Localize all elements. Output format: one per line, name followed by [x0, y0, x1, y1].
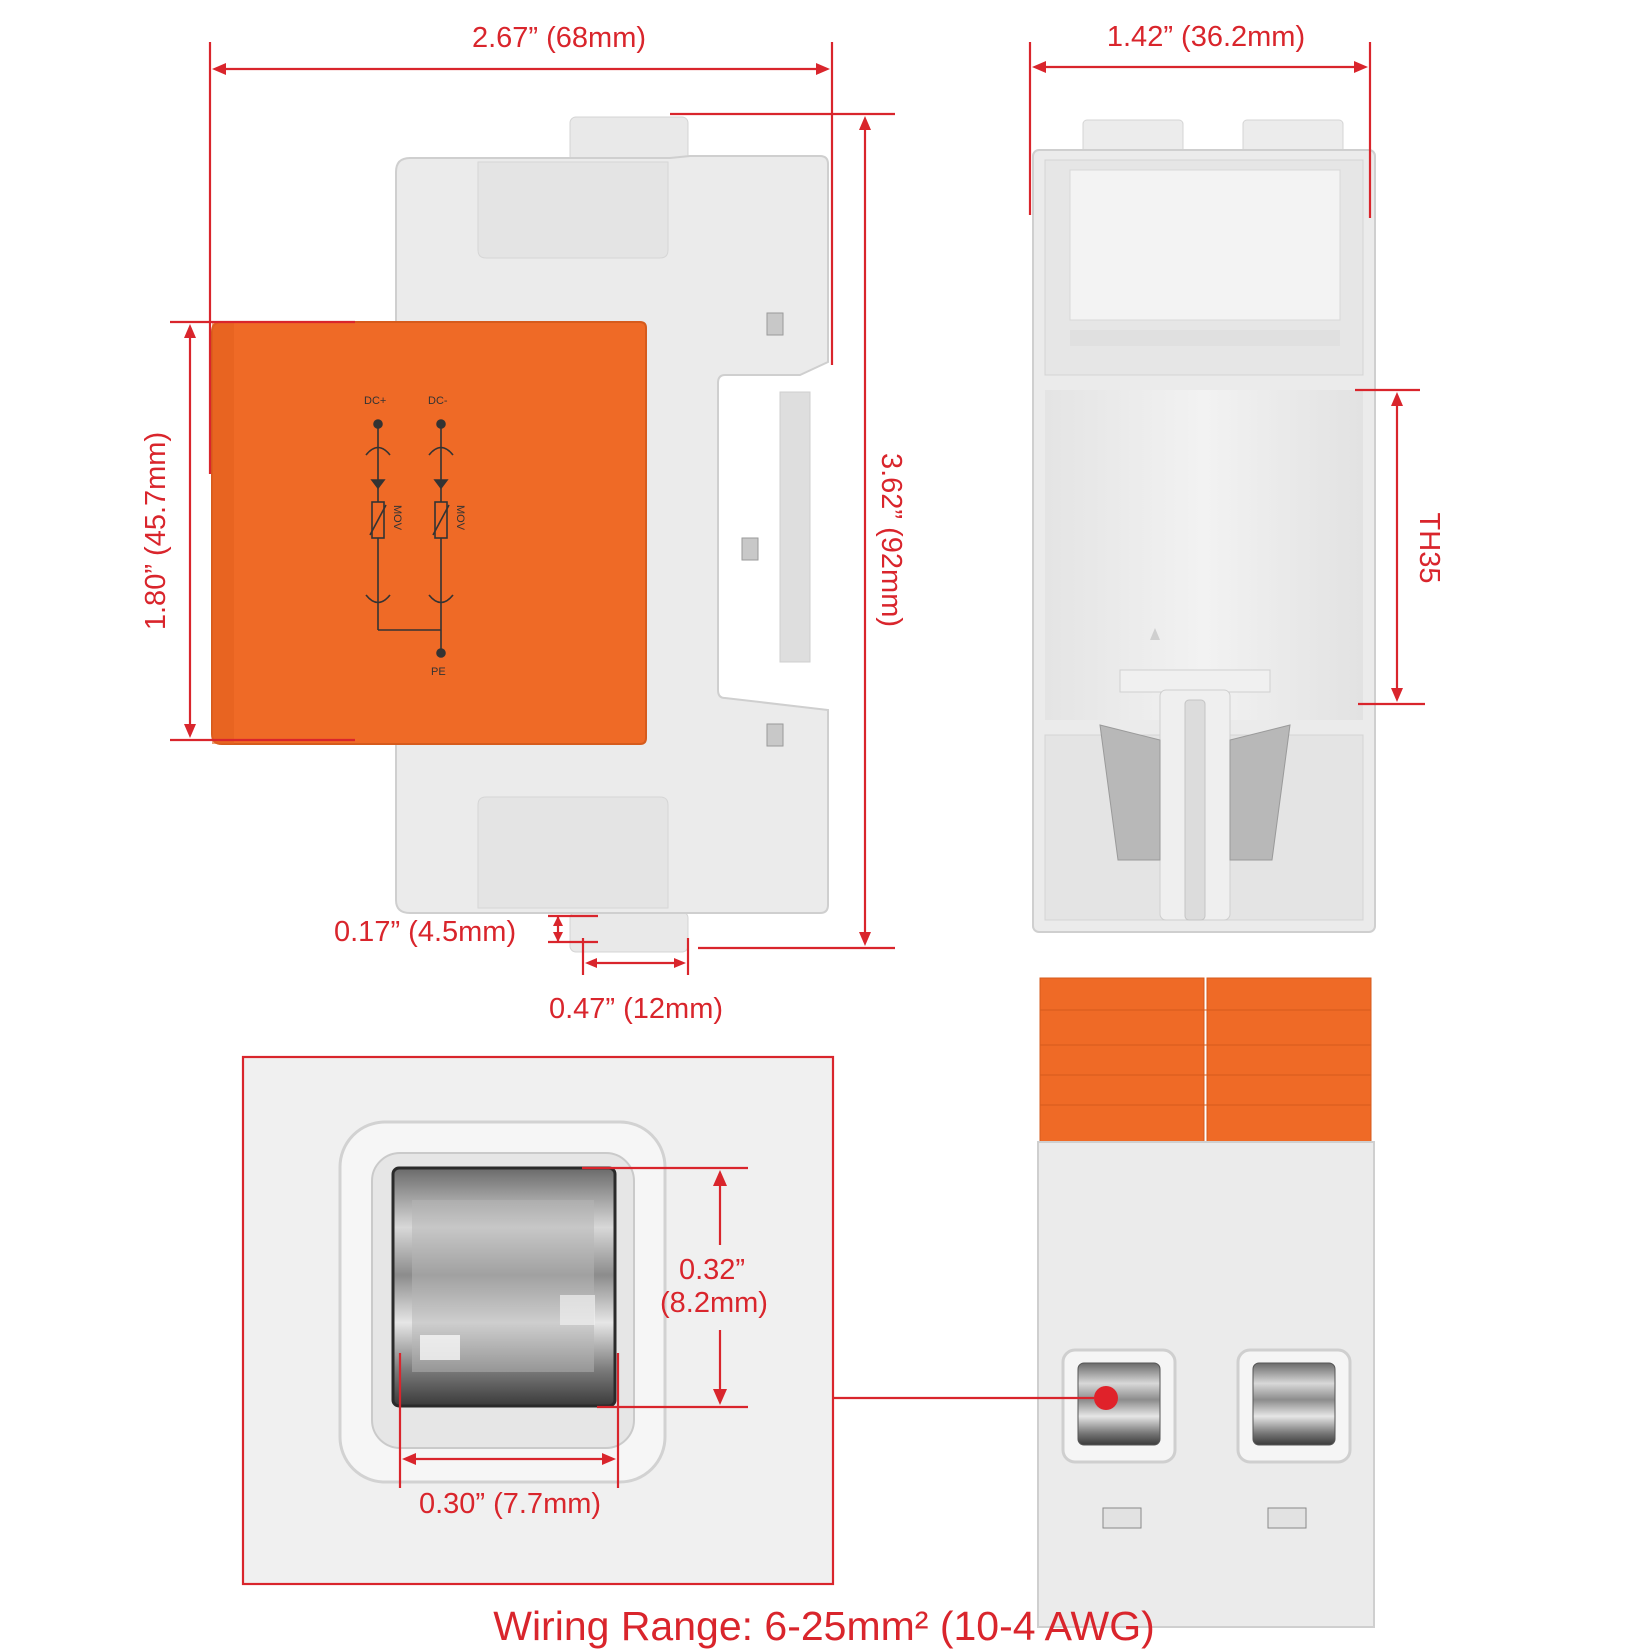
label-din-rail: TH35: [1413, 513, 1445, 584]
dim-foot-width: [581, 938, 690, 975]
dim-overall-height: [670, 112, 895, 950]
schematic-label-dc-plus: DC+: [364, 395, 386, 407]
label-foot-height: 0.17” (4.5mm): [334, 916, 516, 948]
terminal-detail-inset: [241, 1055, 835, 1586]
dim-foot-height: [548, 914, 598, 944]
terminal-highlight-dot: [1094, 1386, 1118, 1410]
schematic-label-mov-1: MOV: [391, 505, 403, 531]
front-view-device: [1037, 977, 1375, 1628]
schematic-label-pe: PE: [431, 666, 446, 678]
dim-rear-width: [1028, 42, 1372, 218]
label-foot-width: 0.47” (12mm): [549, 993, 723, 1025]
side-view-device: [211, 116, 829, 953]
label-terminal-height-line2: (8.2mm): [660, 1287, 768, 1319]
label-overall-height: 3.62” (92mm): [875, 453, 907, 627]
dim-cover-height: [170, 320, 355, 742]
schematic-label-dc-minus: DC-: [428, 395, 448, 407]
label-cover-height: 1.80” (45.7mm): [140, 432, 172, 630]
label-terminal-height-line1: 0.32”: [679, 1254, 745, 1286]
dim-din-rail: [1355, 388, 1425, 706]
dim-terminal-width: [398, 1353, 620, 1488]
schematic-label-mov-2: MOV: [454, 505, 466, 531]
dim-terminal-height: [582, 1166, 748, 1409]
surge-protector-schematic: [365, 419, 454, 658]
rear-view-device: [1032, 119, 1376, 933]
wiring-range-caption: Wiring Range: 6-25mm² (10-4 AWG): [493, 1603, 1155, 1649]
label-terminal-width: 0.30” (7.7mm): [419, 1488, 601, 1520]
label-overall-width: 2.67” (68mm): [472, 22, 646, 54]
label-rear-width: 1.42” (36.2mm): [1107, 21, 1305, 53]
dim-overall-width: [208, 42, 834, 474]
